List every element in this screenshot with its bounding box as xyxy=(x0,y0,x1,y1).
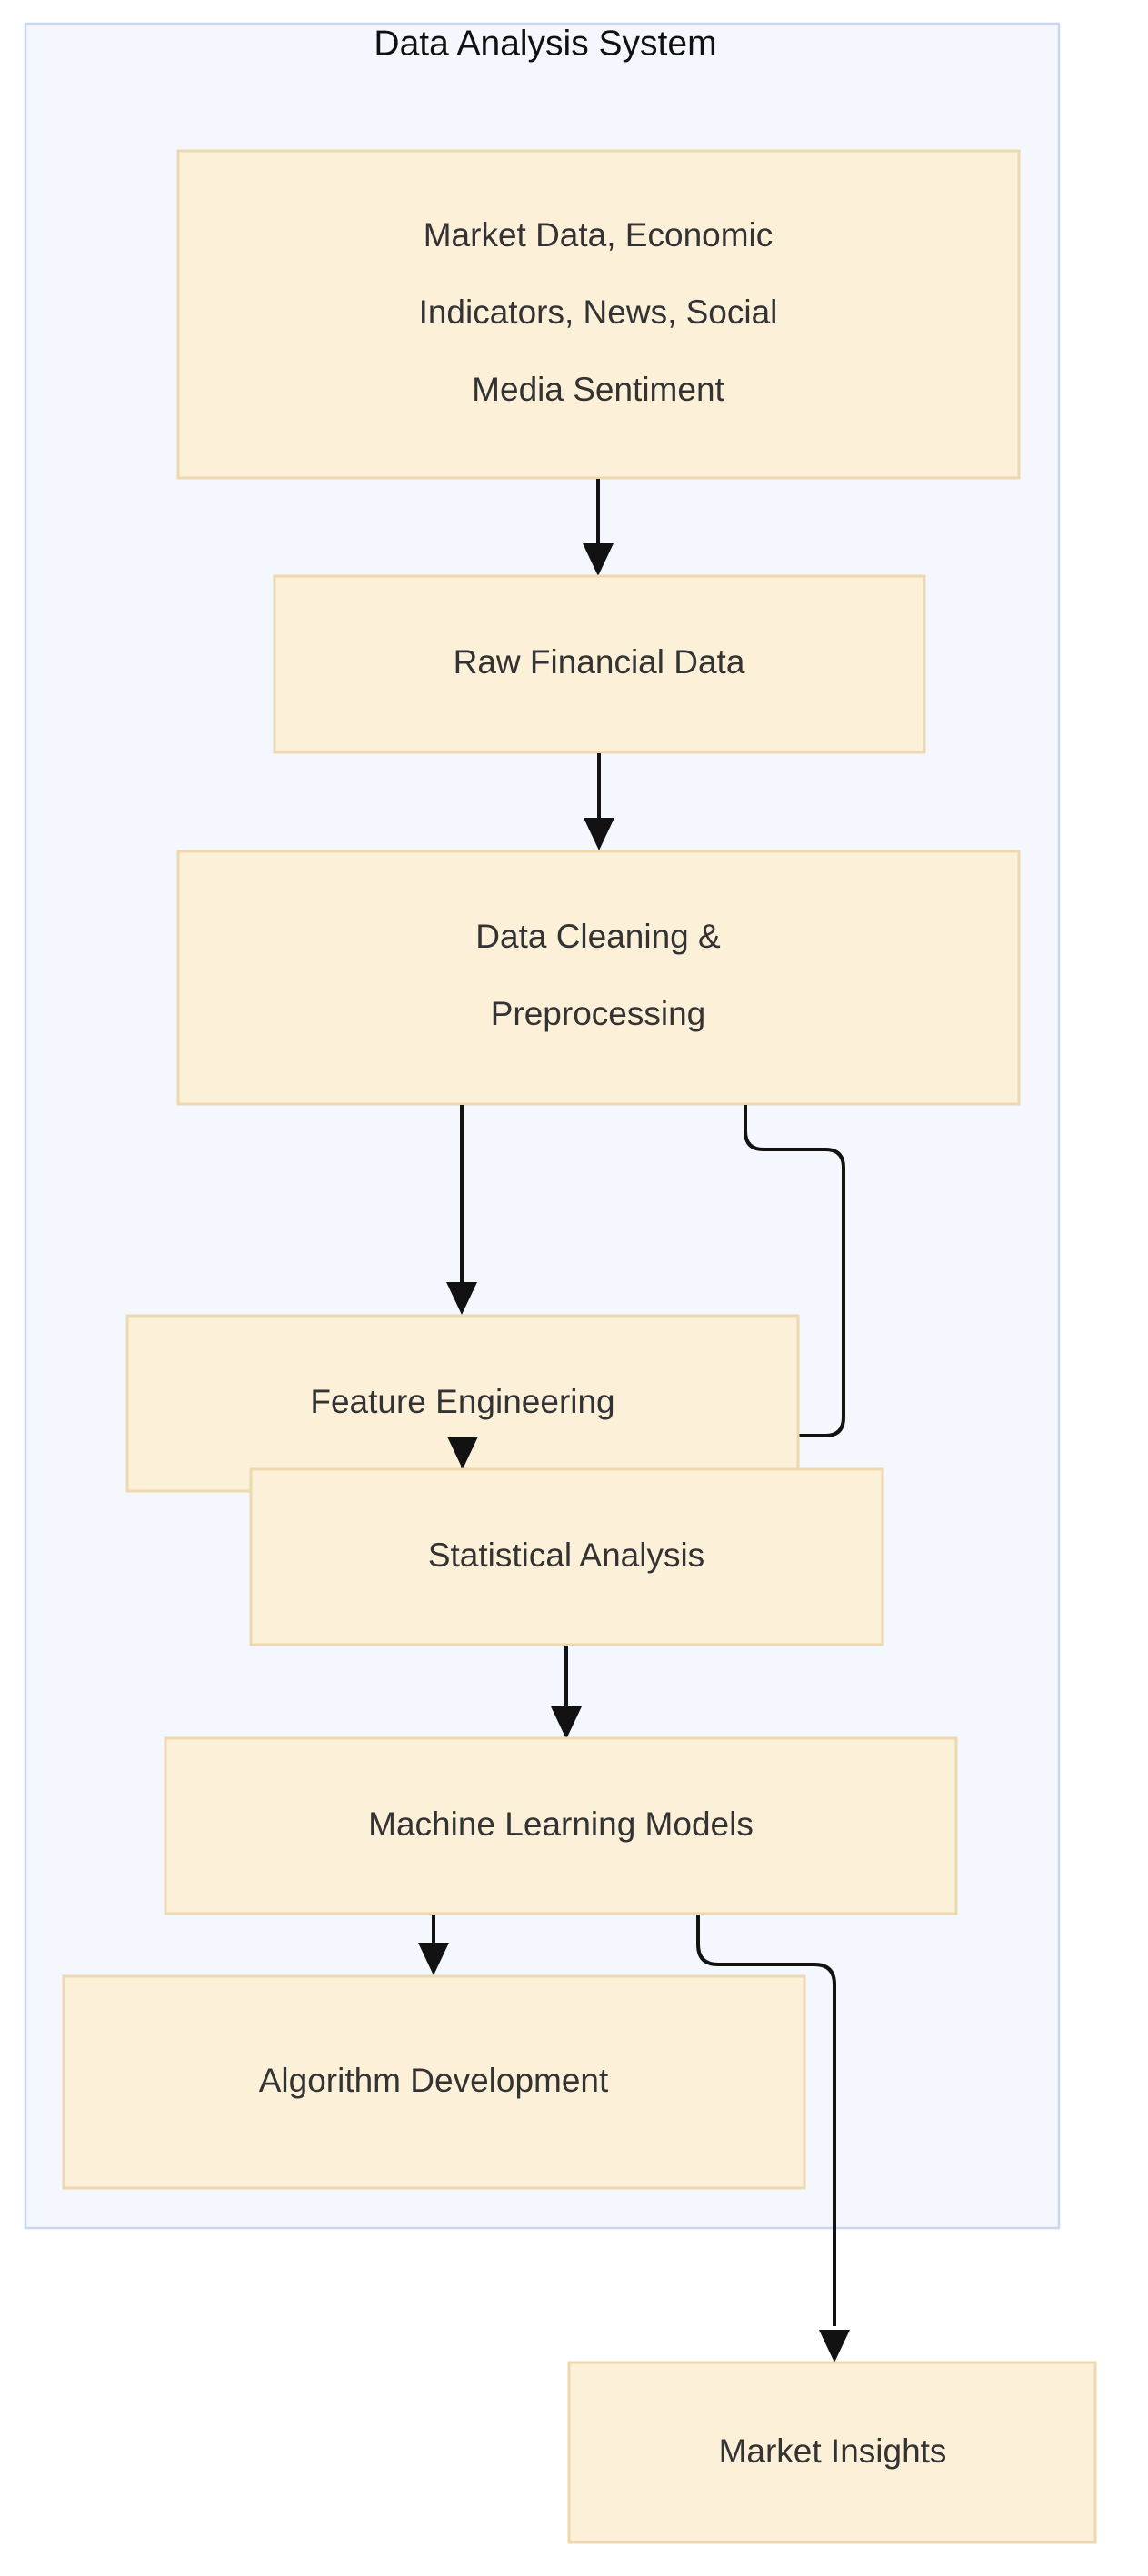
node-algorithm-development[interactable]: Algorithm Development xyxy=(62,1974,806,2190)
node-data-sources-box[interactable] xyxy=(176,149,1021,480)
edge-stats-to-ml xyxy=(551,1646,582,1739)
node-data-sources[interactable]: Market Data, Economic Indicators, News, … xyxy=(176,149,1021,480)
node-data-cleaning[interactable]: Data Cleaning & Preprocessing xyxy=(176,850,1021,1106)
node-statistical-analysis[interactable]: Statistical Analysis xyxy=(249,1467,884,1646)
node-data-cleaning-label-line-2: Preprocessing xyxy=(491,995,706,1032)
node-market-insights-label: Market Insights xyxy=(719,2432,947,2470)
node-algorithm-development-label: Algorithm Development xyxy=(259,2062,609,2099)
edge-sources-to-raw xyxy=(583,479,614,576)
node-data-cleaning-box[interactable] xyxy=(176,850,1021,1106)
node-machine-learning-models-label: Machine Learning Models xyxy=(368,1805,754,1843)
node-raw-financial-data[interactable]: Raw Financial Data xyxy=(273,574,926,754)
node-data-sources-label-line-2: Indicators, News, Social xyxy=(419,293,778,331)
node-statistical-analysis-box[interactable] xyxy=(249,1467,884,1646)
node-raw-financial-data-label: Raw Financial Data xyxy=(454,643,745,681)
node-market-insights-box[interactable] xyxy=(567,2361,1097,2544)
edge-cleaning-to-feature xyxy=(446,1105,477,1315)
node-data-cleaning-label-line-1: Data Cleaning & xyxy=(475,918,721,955)
node-data-sources-label-line-1: Market Data, Economic xyxy=(424,216,774,254)
node-machine-learning-models[interactable]: Machine Learning Models xyxy=(164,1736,958,1915)
node-data-sources-label-line-3: Media Sentiment xyxy=(472,371,724,408)
node-feature-engineering-label: Feature Engineering xyxy=(310,1383,614,1420)
edge-ml-to-algo xyxy=(418,1915,449,1975)
node-machine-learning-models-box[interactable] xyxy=(164,1736,958,1915)
subgraph-title: Data Analysis System xyxy=(374,24,716,63)
node-raw-financial-data-box[interactable] xyxy=(273,574,926,754)
node-market-insights[interactable]: Market Insights xyxy=(567,2361,1097,2544)
node-algorithm-development-box[interactable] xyxy=(62,1974,806,2190)
edge-raw-to-cleaning xyxy=(584,753,614,850)
node-statistical-analysis-label: Statistical Analysis xyxy=(428,1537,704,1574)
edge-ml-to-insights xyxy=(696,1915,850,2362)
